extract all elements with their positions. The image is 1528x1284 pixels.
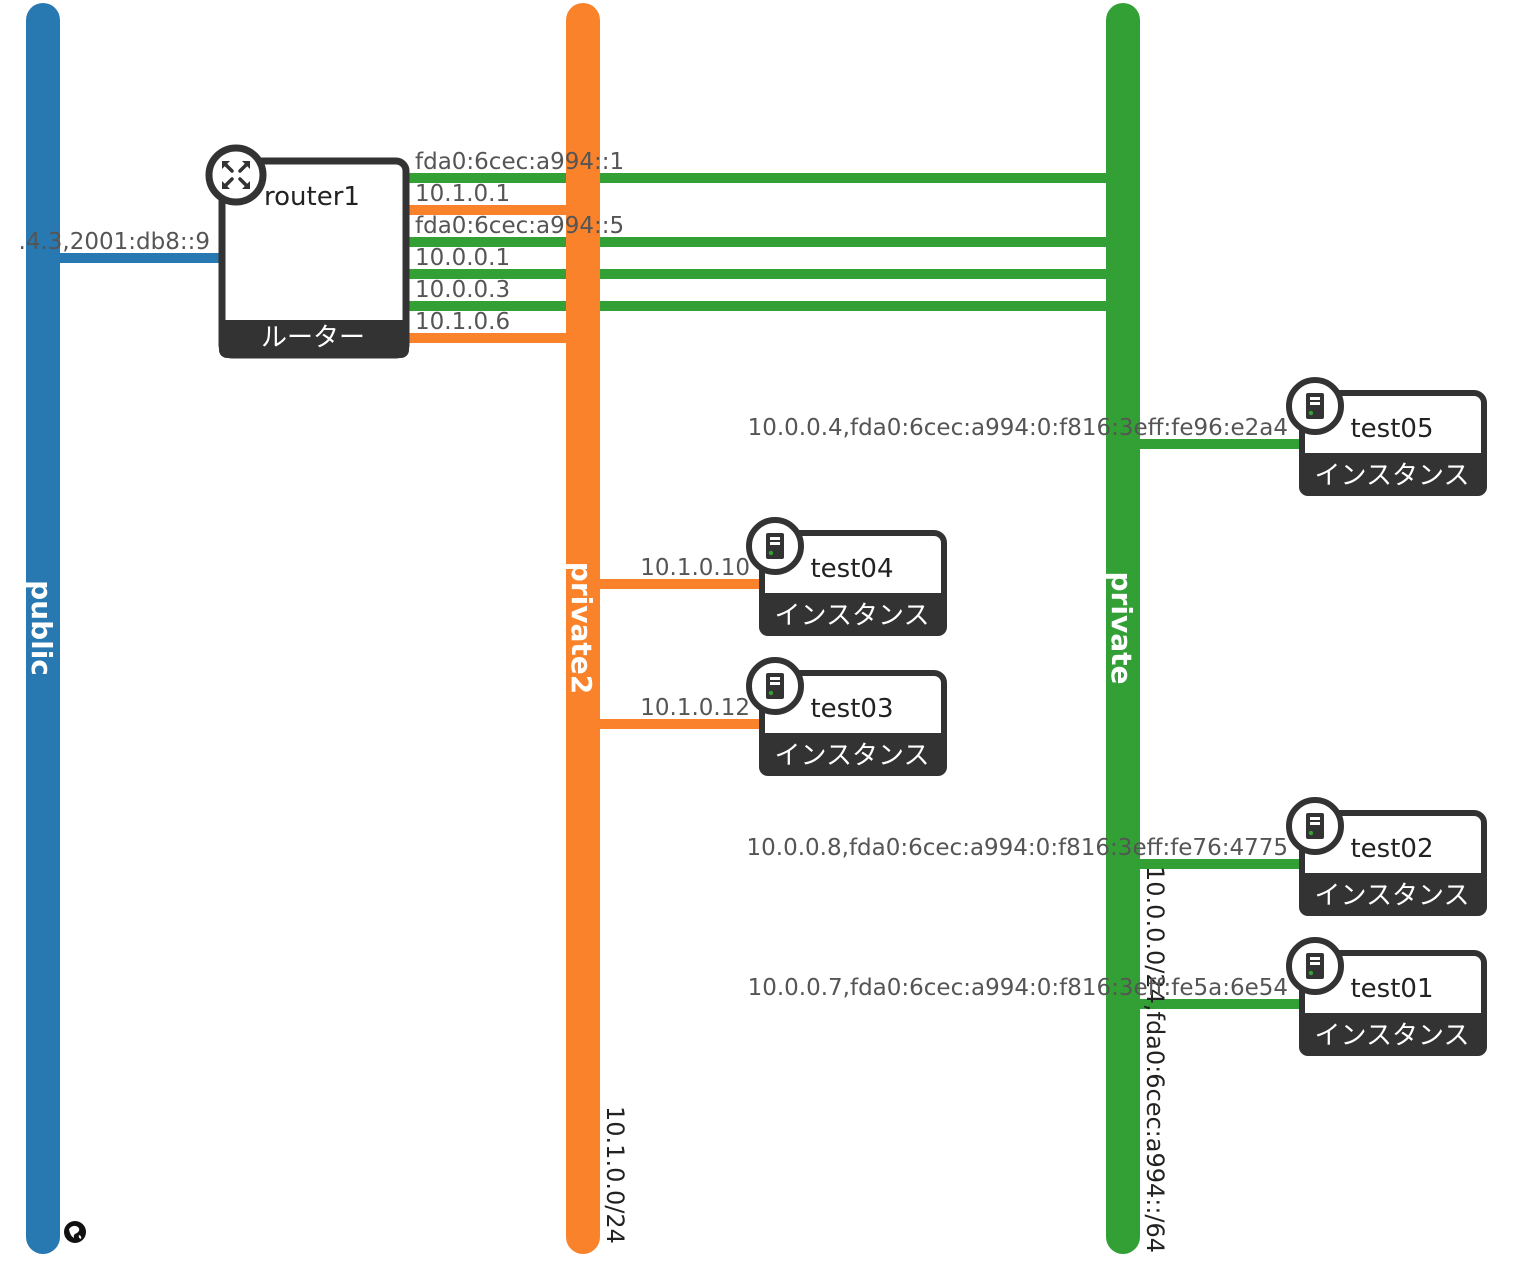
server-icon [1286,937,1344,995]
network-label-private: private [1105,572,1138,685]
test04-ip-label: 10.1.0.10 [640,555,750,581]
instance-name: test02 [1350,834,1433,864]
instance-type-label: インスタンス [1315,1021,1470,1051]
router-port-ip-label: fda0:6cec:a994::5 [415,213,624,239]
server-icon [1286,377,1344,435]
network-label-public: public [25,580,58,676]
test01-ip-label: 10.0.0.7,fda0:6cec:a994:0:f816:3eff:fe5a… [748,975,1288,1001]
globe-icon [64,1221,86,1243]
network-public[interactable]: public [25,3,86,1254]
network-private[interactable]: private 10.0.0.0/24,fda0:6cec:a994::/64 [1105,3,1169,1254]
network-cidr-private: 10.0.0.0/24,fda0:6cec:a994::/64 [1141,866,1169,1253]
test02-ip-label: 10.0.0.8,fda0:6cec:a994:0:f816:3eff:fe76… [747,835,1288,861]
router-port-ip-label: 10.0.0.1 [415,245,510,271]
instance-type-label: インスタンス [1315,881,1470,911]
instance-test05[interactable]: test05 インスタンス [1286,377,1487,496]
router-name: router1 [264,182,360,212]
router-router1[interactable]: router1 ルーター [205,144,410,359]
ip-labels: 172.24.4.3,2001:db8::9 fda0:6cec:a994::1… [0,149,1288,1001]
network-cidr-private2: 10.1.0.0/24 [601,1106,629,1244]
instance-test03[interactable]: test03 インスタンス [746,657,947,776]
instance-test04[interactable]: test04 インスタンス [746,517,947,636]
test03-ip-label: 10.1.0.12 [640,695,750,721]
router-port-ip-label: 10.1.0.6 [415,309,510,335]
server-icon [746,517,804,575]
router-port-ip-label: 10.1.0.1 [415,181,510,207]
server-icon [1286,797,1344,855]
instance-test02[interactable]: test02 インスタンス [1286,797,1487,916]
network-bar-private2[interactable] [566,3,600,1254]
instance-type-label: インスタンス [775,601,930,631]
instance-test01[interactable]: test01 インスタンス [1286,937,1487,1056]
server-icon [746,657,804,715]
router-public-ip-label: 172.24.4.3,2001:db8::9 [0,229,210,255]
instance-name: test04 [810,554,893,584]
router-port-ip-label: 10.0.0.3 [415,277,510,303]
network-bar-private[interactable] [1106,3,1140,1254]
network-label-private2: private2 [565,562,598,694]
router-type-label: ルーター [261,323,365,353]
router-arrows-icon [205,144,267,206]
router-port-ip-label: fda0:6cec:a994::1 [415,149,624,175]
instance-name: test05 [1350,414,1433,444]
instance-name: test01 [1350,974,1433,1004]
instance-name: test03 [810,694,893,724]
test05-ip-label: 10.0.0.4,fda0:6cec:a994:0:f816:3eff:fe96… [748,415,1288,441]
instance-type-label: インスタンス [1315,461,1470,491]
instance-type-label: インスタンス [775,741,930,771]
connections [58,173,1302,1009]
network-private2[interactable]: private2 10.1.0.0/24 [565,3,629,1254]
network-bar-public[interactable] [26,3,60,1254]
